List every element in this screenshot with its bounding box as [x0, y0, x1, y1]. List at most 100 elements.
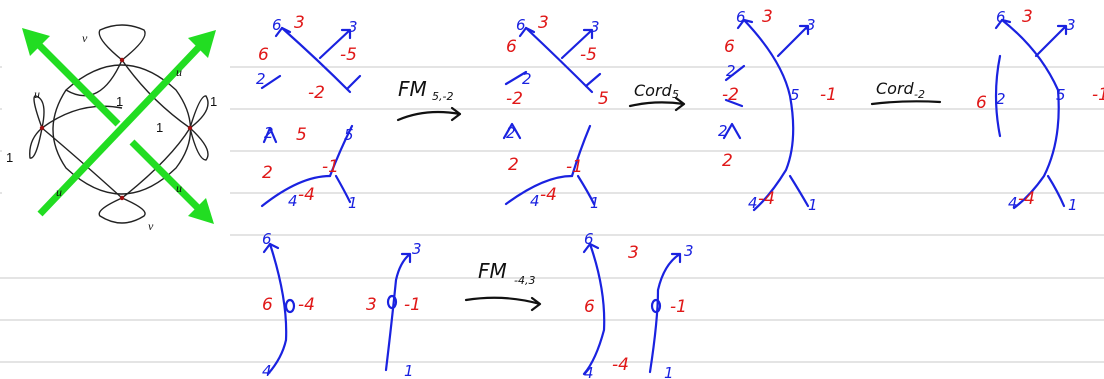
s2-label-3-blue: 3 [590, 18, 600, 36]
s3-label-2-blue: 2 [726, 62, 736, 80]
label-v-bottom: v [148, 219, 154, 233]
sb-label-m1: -1 [404, 295, 421, 315]
s2-label-m2: -2 [506, 89, 523, 109]
s1-label-m1: -1 [322, 157, 339, 177]
green-arrow-ne [37, 30, 216, 217]
s3-label-3-red: 3 [762, 7, 773, 27]
sb-label-1: 1 [404, 362, 414, 379]
sb2-label-1: 1 [664, 364, 674, 379]
stage-bottom-left: 6 3 6 -4 3 -1 4 1 [262, 230, 422, 379]
s3-label-6-red: 6 [724, 37, 735, 57]
label-one-right: 1 [156, 120, 163, 135]
s1-label-m5: -5 [340, 45, 357, 65]
label-one-far-left: 1 [6, 150, 13, 165]
stage-4: 6 3 3 6 2 5 -1 4 -4 1 [976, 7, 1104, 214]
stage-1: 6 3 3 6 -5 2 -2 2 5 5 2 -1 4 -4 1 [256, 13, 362, 212]
s2-label-5-red: 5 [598, 89, 609, 109]
green-arrow-nw [22, 28, 121, 127]
sb2-label-4: 4 [584, 364, 594, 379]
s1-label-6-red: 6 [258, 45, 269, 65]
s1-label-m4: -4 [298, 185, 315, 205]
sb-label-6-top: 6 [262, 230, 272, 248]
label-v-top: v [82, 31, 88, 45]
s2-label-m1: -1 [566, 157, 583, 177]
op3-sub: -2 [914, 88, 925, 101]
sb-label-6-red: 6 [262, 295, 273, 315]
stage-3: 6 3 3 6 2 -2 5 -1 2 2 4 -4 1 [718, 7, 837, 214]
stage-2: 6 3 3 6 -5 2 -2 5 2 2 -1 4 -4 1 [502, 13, 609, 212]
label-one-center: 1 [116, 94, 123, 109]
s3-label-2-red: 2 [722, 151, 733, 171]
operation-fm-2: FM -4,3 [464, 259, 542, 312]
op4-main: FM [478, 259, 507, 283]
green-arrow-se [129, 139, 214, 224]
sb2-label-3-blue: 3 [684, 242, 694, 260]
s1-label-1: 1 [348, 194, 358, 212]
label-u-nw: u [34, 87, 40, 101]
s3-label-m2: -2 [722, 85, 739, 105]
sb2-label-m4: -4 [612, 355, 629, 375]
bottom-loop [98, 197, 146, 224]
s3-label-1: 1 [808, 196, 818, 214]
label-u-ne: u [176, 65, 182, 79]
s1-label-m2: -2 [308, 83, 325, 103]
s2-label-1: 1 [590, 194, 600, 212]
s4-label-m4: -4 [1018, 189, 1035, 209]
sb2-label-6-top: 6 [584, 230, 594, 248]
s3-label-6-top: 6 [736, 8, 746, 26]
s1-label-2p: 2 [264, 124, 274, 142]
s1-label-2-red: 2 [262, 163, 273, 183]
s1-label-6-top: 6 [272, 16, 282, 34]
operation-fm-1: FM 5,-2 [396, 77, 462, 122]
s2-label-2-red: 2 [508, 155, 519, 175]
s4-label-2-blue: 2 [996, 90, 1006, 108]
s1-label-3-blue: 3 [348, 18, 358, 36]
s1-label-5-blue: 5 [344, 126, 354, 144]
s1-label-2-blue: 2 [256, 70, 266, 88]
op3-main: Cord [876, 79, 915, 98]
s3-label-m4: -4 [758, 189, 775, 209]
s4-label-3-red: 3 [1022, 7, 1033, 27]
s1-label-3-red: 3 [294, 13, 305, 33]
op2-sub: 5 [672, 88, 679, 101]
top-loop [98, 24, 146, 61]
s2-label-6-red: 6 [506, 37, 517, 57]
s1-label-4: 4 [288, 192, 298, 210]
sb-label-3-top: 3 [412, 240, 422, 258]
s2-label-m4: -4 [540, 185, 557, 205]
graph-figure: v v u u u u 1 1 1 1 [2, 2, 230, 234]
sb2-label-6-red: 6 [584, 297, 595, 317]
s4-label-4: 4 [1008, 194, 1018, 212]
s3-label-2p: 2 [718, 122, 728, 140]
op2-main: Cord [634, 81, 673, 100]
operation-cord-1: Cord 5 [628, 81, 686, 112]
stage-bottom-right: 6 3 3 6 -1 4 -4 1 [582, 230, 694, 379]
s4-label-6-top: 6 [996, 8, 1006, 26]
sb-label-4: 4 [262, 362, 272, 379]
operation-cord-2: Cord -2 [870, 79, 942, 106]
s2-label-2p: 2 [506, 124, 516, 142]
s2-label-2-blue: 2 [522, 70, 532, 88]
label-u-se: u [176, 181, 182, 195]
s2-label-3-red: 3 [538, 13, 549, 33]
label-one-far-right: 1 [210, 94, 217, 109]
s1-label-5-red: 5 [296, 125, 307, 145]
op1-main: FM [398, 77, 427, 101]
s2-label-m5: -5 [580, 45, 597, 65]
s4-label-1: 1 [1068, 196, 1078, 214]
s4-label-5-blue: 5 [1056, 86, 1066, 104]
sb2-label-3-red: 3 [628, 243, 639, 263]
op4-sub: -4,3 [514, 274, 535, 287]
s2-label-4: 4 [530, 192, 540, 210]
s3-label-m1-top: -1 [820, 85, 837, 105]
s3-label-3-blue: 3 [806, 16, 816, 34]
s4-label-3-blue: 3 [1066, 16, 1076, 34]
sb2-label-m1: -1 [670, 297, 687, 317]
s3-label-5-blue: 5 [790, 86, 800, 104]
sb-label-3-red: 3 [366, 295, 377, 315]
s2-label-6-top: 6 [516, 16, 526, 34]
s4-label-6-red: 6 [976, 93, 987, 113]
op1-sub: 5,-2 [432, 90, 453, 103]
label-u-sw: u [56, 185, 62, 199]
